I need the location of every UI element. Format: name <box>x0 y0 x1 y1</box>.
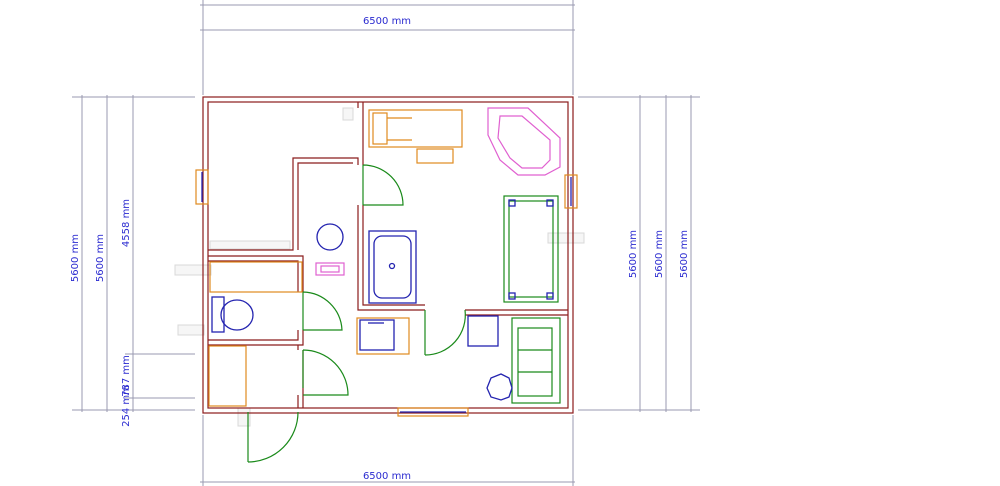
dim-left-height-3: 4558 mm <box>121 199 132 247</box>
toilet <box>211 296 254 333</box>
door-living <box>424 309 466 356</box>
dim-right-height-2: 5600 mm <box>654 230 665 278</box>
door-entrance <box>247 411 299 463</box>
dining-table <box>503 195 559 303</box>
dim-left-height-1: 5600 mm <box>70 234 81 282</box>
bathroom-sink <box>315 262 345 276</box>
cabinet <box>467 315 499 347</box>
corner-bath <box>487 107 561 176</box>
dimension-lines <box>72 0 700 486</box>
door-vestibule <box>302 349 349 396</box>
dim-right-height-1: 5600 mm <box>628 230 639 278</box>
octagon-table <box>486 373 513 401</box>
windows <box>195 169 578 417</box>
dim-right-height-3: 5600 mm <box>679 230 690 278</box>
bathtub <box>368 230 417 304</box>
kitchen-sink <box>356 317 410 355</box>
dim-left-small-1: 787 mm <box>121 355 132 397</box>
dim-left-small-2: 254 mm <box>121 385 132 427</box>
doors <box>247 164 466 463</box>
wardrobe <box>208 345 247 407</box>
dim-bottom-width: 6500 mm <box>363 471 411 482</box>
dimension-labels: 6500 mm 6500 mm 5600 mm 5600 mm 4558 mm … <box>70 16 690 482</box>
sofa <box>511 317 561 404</box>
round-table <box>316 223 344 251</box>
door-bathroom <box>302 291 343 331</box>
furniture <box>208 107 561 407</box>
bed <box>368 109 463 164</box>
dim-top-width: 6500 mm <box>363 16 411 27</box>
walls <box>202 96 574 414</box>
ghost-elements <box>174 107 585 427</box>
door-bedroom <box>362 164 404 206</box>
dim-left-height-2: 5600 mm <box>95 234 106 282</box>
